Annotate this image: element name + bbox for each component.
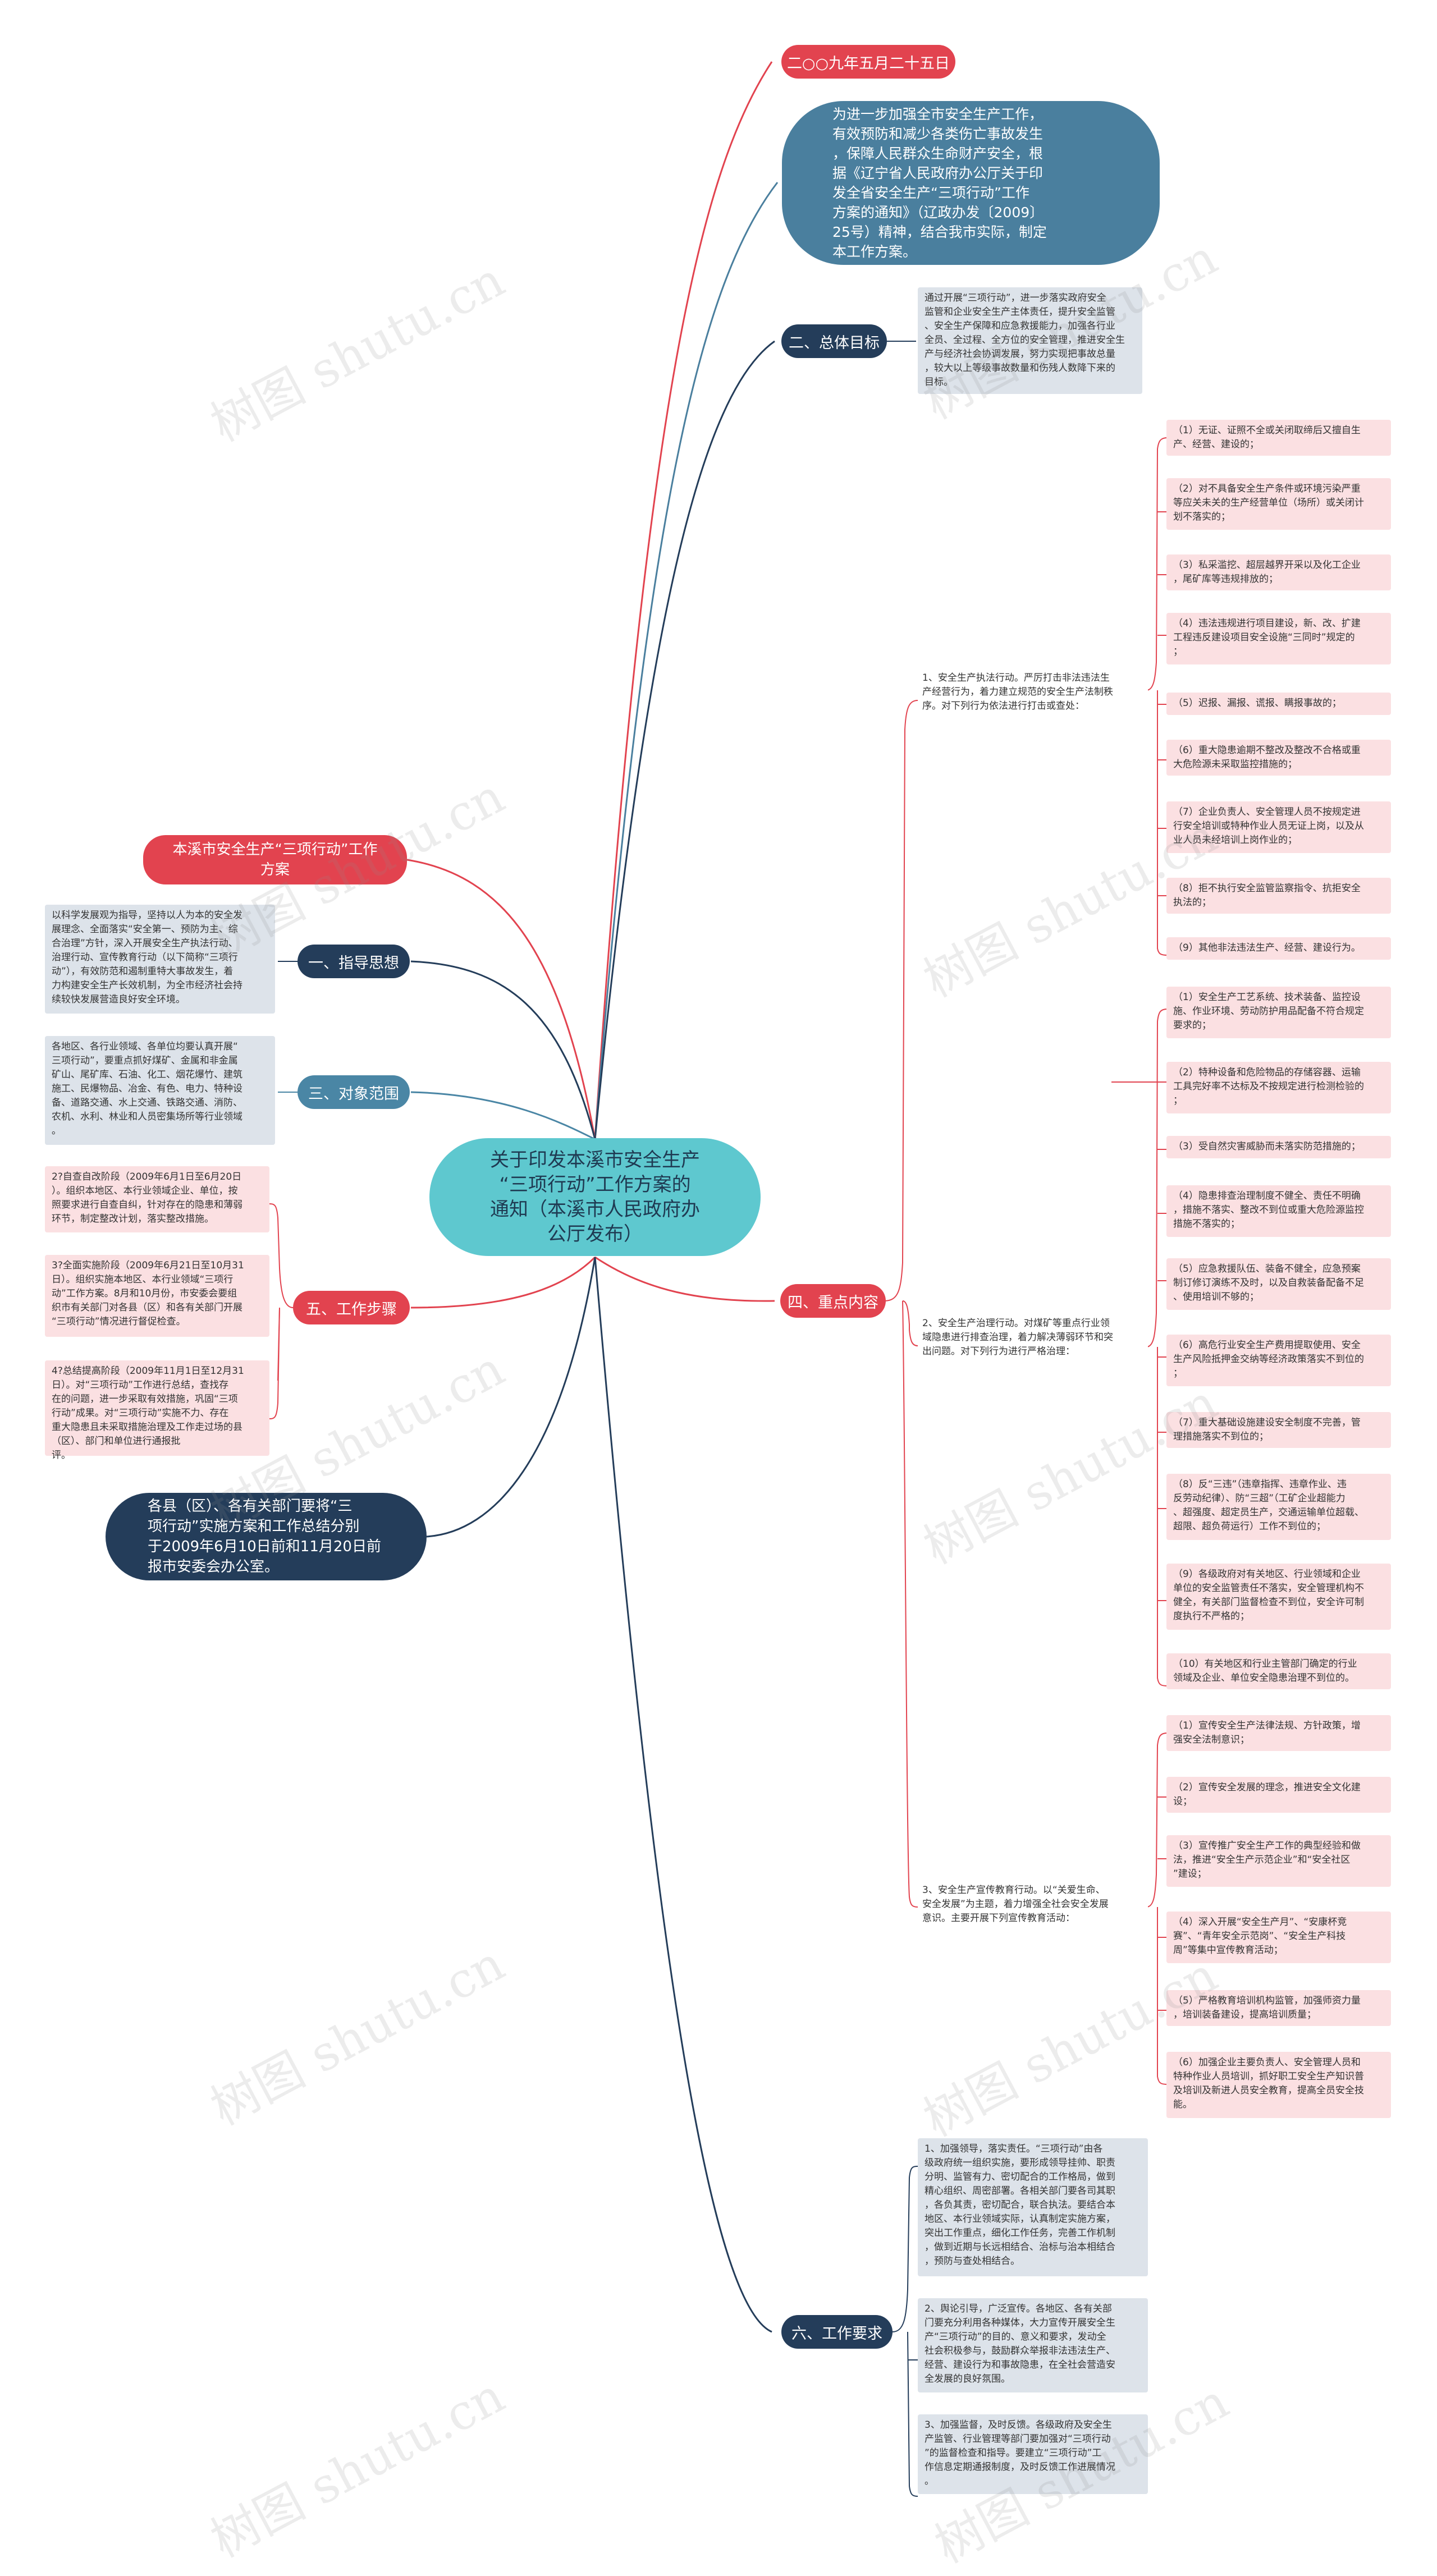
root-topic-label: 关于印发本溪市安全生产 “三项行动”工作方案的 通知（本溪市人民政府办 公厅发布… xyxy=(490,1149,700,1245)
focus-2-item: （5）应急救援队伍、装备不健全，应急预案 制订修订演练不及时，以及自救装备配备不… xyxy=(1166,1258,1391,1310)
requirements-node[interactable]: 六、工作要求 xyxy=(781,2315,893,2349)
focus-3-item: （5）严格教育培训机构监管，加强师资力量 ，培训装备建设，提高培训质量； xyxy=(1166,1990,1391,2026)
scope-text: 各地区、各行业领域、各单位均要认真开展“ 三项行动”，要重点抓好煤矿、金属和非金… xyxy=(52,1041,242,1136)
focus-group-1-text: 1、安全生产执法行动。严厉打击非法违法生 产经营行为，着力建立规范的安全生产法制… xyxy=(922,672,1113,712)
requirement-item: 1、加强领导，落实责任。“三项行动”由各 级政府统一组织实施，要形成领导挂帅、职… xyxy=(918,2138,1148,2276)
focus-3-item: （4）深入开展“安全生产月”、“安康杯竞 赛”、“青年安全示范岗”、“安全生产科… xyxy=(1166,1912,1391,1963)
focus-label: 四、重点内容 xyxy=(788,1294,878,1312)
focus-group-2[interactable]: 2、安全生产治理行动。对煤矿等重点行业领 域隐患进行排查治理，着力解决薄弱环节和… xyxy=(918,1314,1148,1365)
root-topic[interactable]: 关于印发本溪市安全生产 “三项行动”工作方案的 通知（本溪市人民政府办 公厅发布… xyxy=(429,1138,761,1256)
focus-1-item: （6）重大隐患逾期不整改及整改不合格或重 大危险源未采取监控措施的； xyxy=(1166,740,1391,776)
focus-1-item: （7）企业负责人、安全管理人员不按规定进 行安全培训或特种作业人员无证上岗，以及… xyxy=(1166,801,1391,853)
guide-label: 一、指导思想 xyxy=(308,954,399,972)
focus-1-item: （9）其他非法违法生产、经营、建设行为。 xyxy=(1166,937,1391,960)
focus-2-item: （1）安全生产工艺系统、技术装备、监控设 施、作业环境、劳动防护用品配备不符合规… xyxy=(1166,987,1391,1038)
focus-1-item: （2）对不具备安全生产条件或环境污染严重 等应关未关的生产经营单位（场所）或关闭… xyxy=(1166,478,1391,530)
focus-2-item: （2）特种设备和危险物品的存储容器、运输 工具完好率不达标及不按规定进行检测检验… xyxy=(1166,1062,1391,1113)
focus-2-item: （4）隐患排查治理制度不健全、责任不明确 ，措施不落实、整改不到位或重大危险源监… xyxy=(1166,1185,1391,1237)
focus-2-item: （3）受自然灾害威胁而未落实防范措施的； xyxy=(1166,1136,1391,1158)
focus-group-1[interactable]: 1、安全生产执法行动。严厉打击非法违法生 产经营行为，着力建立规范的安全生产法制… xyxy=(918,669,1148,719)
goal-node[interactable]: 二、总体目标 xyxy=(781,324,887,358)
goal-text-box: 通过开展“三项行动”，进一步落实政府安全 监管和企业安全生产主体责任，提升安全监… xyxy=(918,287,1142,394)
requirement-item: 3、加强监督，及时反馈。各级政府及安全生 产监管、行业管理等部门要加强对“三项行… xyxy=(918,2414,1148,2494)
scope-node[interactable]: 三、对象范围 xyxy=(298,1075,410,1109)
intro-text: 为进一步加强全市安全生产工作， 有效预防和减少各类伤亡事故发生 ，保障人民群众生… xyxy=(832,106,1047,260)
plan-title-label: 本溪市安全生产“三项行动”工作 方案 xyxy=(172,841,378,878)
requirements-label: 六、工作要求 xyxy=(791,2325,882,2343)
step-item: 4?总结提高阶段（2009年11月1日至12月31 日）。对“三项行动”工作进行… xyxy=(45,1360,269,1461)
goal-label: 二、总体目标 xyxy=(789,334,880,352)
focus-group-2-text: 2、安全生产治理行动。对煤矿等重点行业领 域隐患进行排查治理，着力解决薄弱环节和… xyxy=(922,1318,1113,1357)
date-label: 二○○九年五月二十五日 xyxy=(786,54,950,72)
scope-label: 三、对象范围 xyxy=(308,1085,399,1103)
date-node[interactable]: 二○○九年五月二十五日 xyxy=(781,45,955,79)
closing-text: 各县（区）、各有关部门要将“三 项行动”实施方案和工作总结分别 于2009年6月… xyxy=(148,1498,381,1575)
focus-1-item: （3）私采滥挖、超层越界开采以及化工企业 ，尾矿库等违规排放的； xyxy=(1166,554,1391,590)
focus-node[interactable]: 四、重点内容 xyxy=(780,1284,886,1318)
requirement-item: 2、舆论引导，广泛宣传。各地区、各有关部 门要充分利用各种媒体，大力宣传开展安全… xyxy=(918,2298,1148,2392)
focus-2-item: （7）重大基础设施建设安全制度不完善，管 理措施落实不到位的； xyxy=(1166,1412,1391,1448)
focus-3-item: （3）宣传推广安全生产工作的典型经验和做 法，推进“安全生产示范企业”和“安全社… xyxy=(1166,1835,1391,1887)
focus-1-item: （1）无证、证照不全或关闭取缔后又擅自生 产、经营、建设的； xyxy=(1166,420,1391,456)
focus-1-item: （4）违法违规进行项目建设，新、改、扩建 工程违反建设项目安全设施“三同时”规定… xyxy=(1166,613,1391,664)
guide-node[interactable]: 一、指导思想 xyxy=(298,945,410,978)
focus-1-item: （5）迟报、漏报、谎报、瞒报事故的； xyxy=(1166,693,1391,715)
focus-2-item: （8）反“三违”（违章指挥、违章作业、违 反劳动纪律）、防“三超”（工矿企业超能… xyxy=(1166,1474,1391,1540)
goal-text: 通过开展“三项行动”，进一步落实政府安全 监管和企业安全生产主体责任，提升安全监… xyxy=(925,292,1125,388)
steps-label: 五、工作步骤 xyxy=(306,1300,397,1318)
focus-group-3-text: 3、安全生产宣传教育行动。以“关爱生命、 安全发展”为主题，着力增强全社会安全发… xyxy=(922,1885,1109,1924)
plan-title-node[interactable]: 本溪市安全生产“三项行动”工作 方案 xyxy=(143,835,407,884)
focus-2-item: （9）各级政府对有关地区、行业领域和企业 单位的安全监管责任不落实，安全管理机构… xyxy=(1166,1564,1391,1630)
focus-3-item: （1）宣传安全生产法律法规、方针政策，增 强安全法制意识； xyxy=(1166,1715,1391,1751)
guide-text-box: 以科学发展观为指导，坚持以人为本的安全发 展理念、全面落实“安全第一、预防为主、… xyxy=(45,905,275,1014)
guide-text: 以科学发展观为指导，坚持以人为本的安全发 展理念、全面落实“安全第一、预防为主、… xyxy=(52,910,242,1005)
focus-2-item: （10）有关地区和行业主管部门确定的行业 领域及企业、单位安全隐患治理不到位的。 xyxy=(1166,1653,1391,1689)
step-item: 2?自查自改阶段（2009年6月1日至6月20日 ）。组织本地区、本行业领域企业… xyxy=(45,1166,269,1232)
step-item: 3?全面实施阶段（2009年6月21日至10月31 日）。组织实施本地区、本行业… xyxy=(45,1255,269,1337)
focus-2-item: （6）高危行业安全生产费用提取使用、安全 生产风险抵押金交纳等经济政策落实不到位… xyxy=(1166,1335,1391,1386)
focus-1-item: （8）拒不执行安全监管监察指令、抗拒安全 执法的； xyxy=(1166,878,1391,914)
focus-group-3[interactable]: 3、安全生产宣传教育行动。以“关爱生命、 安全发展”为主题，着力增强全社会安全发… xyxy=(918,1881,1148,1932)
closing-node[interactable]: 各县（区）、各有关部门要将“三 项行动”实施方案和工作总结分别 于2009年6月… xyxy=(106,1493,427,1580)
intro-node[interactable]: 为进一步加强全市安全生产工作， 有效预防和减少各类伤亡事故发生 ，保障人民群众生… xyxy=(782,101,1160,265)
scope-text-box: 各地区、各行业领域、各单位均要认真开展“ 三项行动”，要重点抓好煤矿、金属和非金… xyxy=(45,1036,275,1145)
focus-3-item: （6）加强企业主要负责人、安全管理人员和 特种作业人员培训，抓好职工安全生产知识… xyxy=(1166,2052,1391,2118)
focus-3-item: （2）宣传安全发展的理念，推进安全文化建 设； xyxy=(1166,1777,1391,1813)
steps-node[interactable]: 五、工作步骤 xyxy=(293,1291,410,1324)
